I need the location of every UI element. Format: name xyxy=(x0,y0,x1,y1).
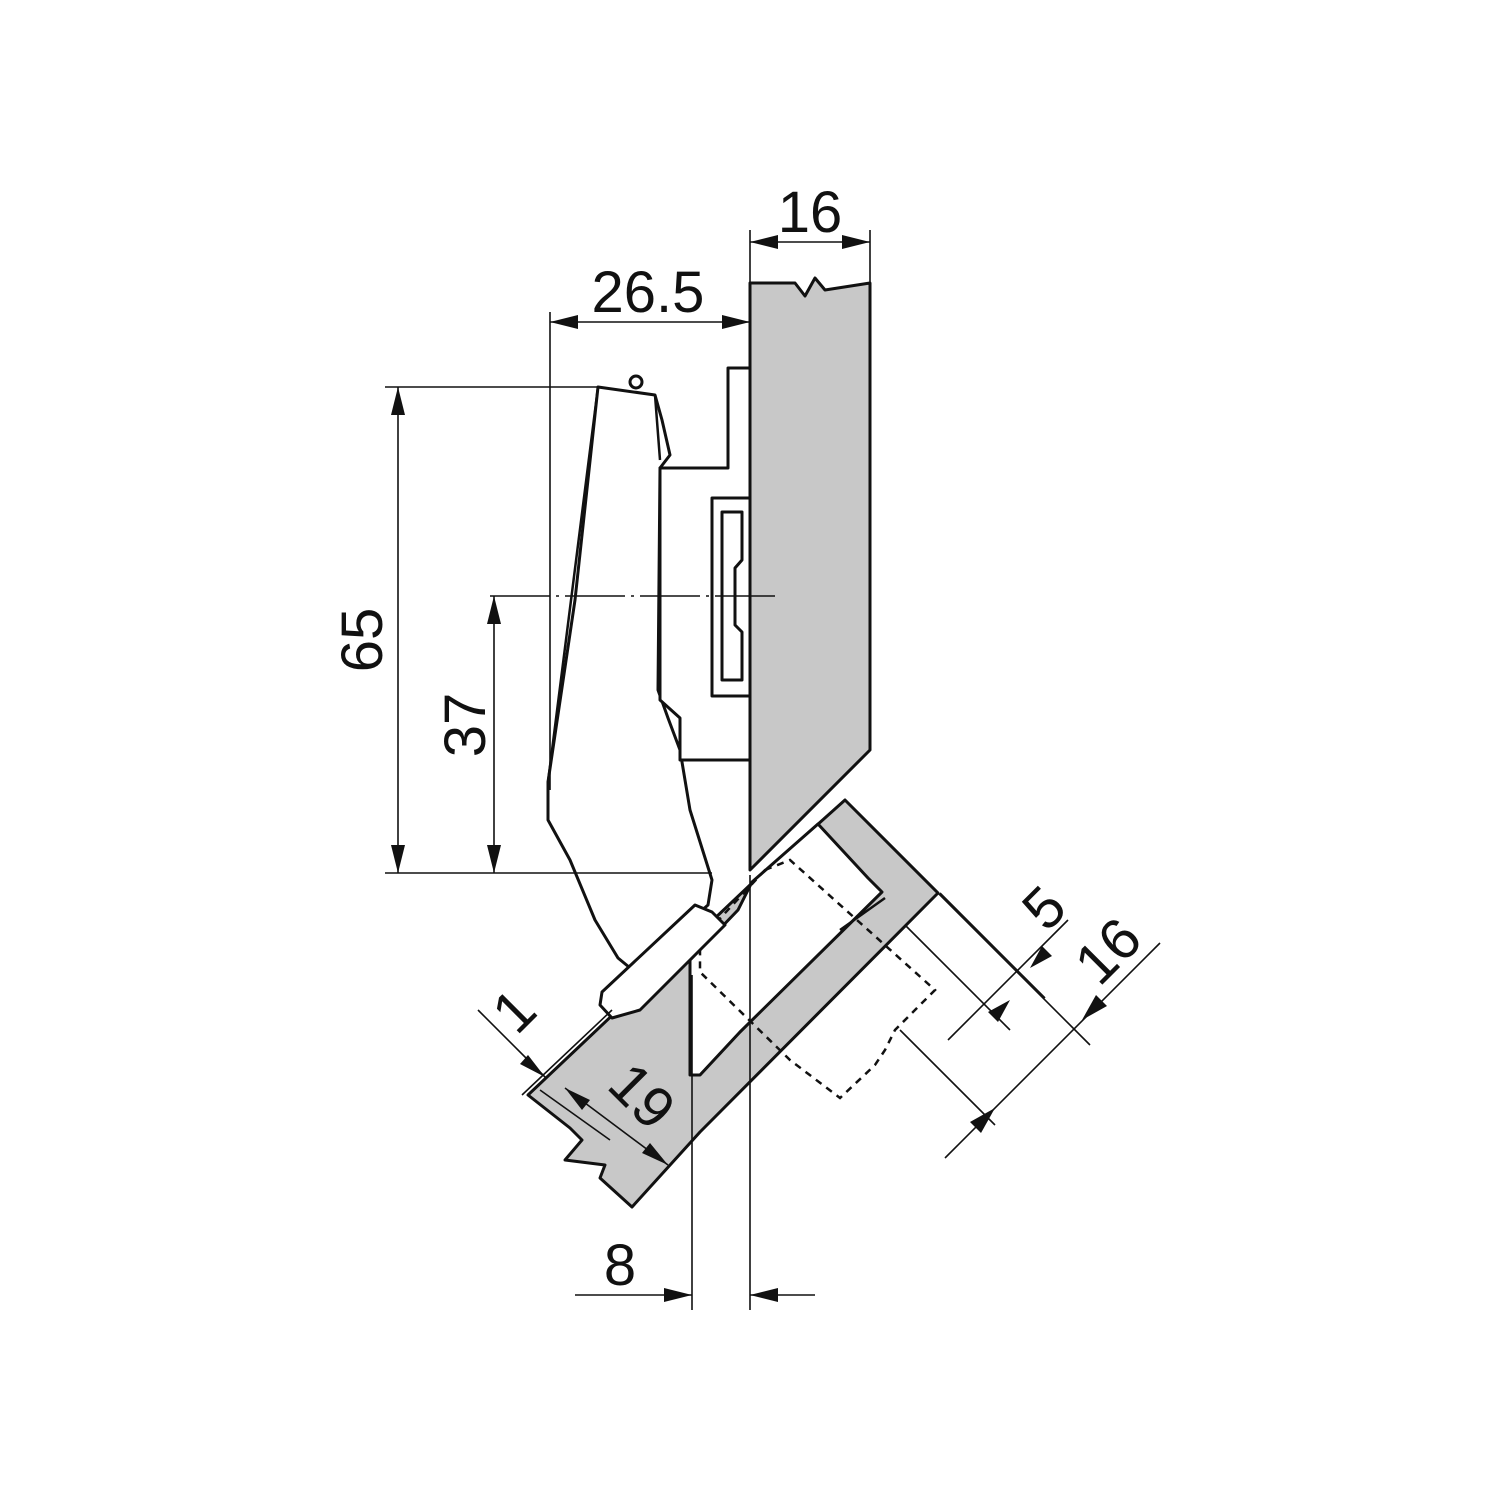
dim-37-arrow-bottom xyxy=(487,845,501,873)
dim-5-ext-bottom xyxy=(939,892,1046,999)
cup-inner-line xyxy=(699,896,886,1076)
dim-1-ext xyxy=(521,1009,613,1096)
dim-edge-distance-label: 5 xyxy=(1010,874,1079,943)
dim-65-arrow-top xyxy=(391,387,405,415)
dim-5-arrow-lower xyxy=(988,1000,1010,1022)
dim-overlay-gap-label: 1 xyxy=(480,977,549,1046)
dim-5-arrow-upper xyxy=(1030,946,1052,968)
dim-26-5-arrow-right xyxy=(722,315,750,329)
dim-16-door-ext-outer xyxy=(937,892,1091,1046)
dim-16-top-arrow-right xyxy=(842,235,870,249)
hinge-knuckle xyxy=(598,903,727,1020)
dim-8-arrow-left xyxy=(664,1288,692,1302)
dim-19-line-b xyxy=(539,1089,611,1141)
mounting-plate-slot xyxy=(710,496,752,698)
hinge-arm xyxy=(546,385,714,974)
dim-16-door-arrow-upper xyxy=(1082,995,1107,1020)
hidden-cup-outline xyxy=(698,858,937,1100)
dim-16-door-arrow-lower xyxy=(970,1108,995,1133)
dim-cup-center-label: 37 xyxy=(433,693,498,758)
hinge-arm-edge xyxy=(546,386,662,783)
dim-8-arrow-right xyxy=(750,1288,778,1302)
dim-19-arrow-top xyxy=(565,1088,590,1110)
dim-65-arrow-bottom xyxy=(391,845,405,873)
dim-side-thickness-label: 16 xyxy=(778,180,843,245)
dim-16-door-ext-inner xyxy=(899,1029,996,1126)
hinge-arm-rivet xyxy=(628,374,644,390)
dim-plate-height-label: 65 xyxy=(330,608,395,673)
dim-26-5-arrow-left xyxy=(550,315,578,329)
dim-19-arrow-bottom xyxy=(642,1143,668,1165)
dim-offset-label: 8 xyxy=(604,1233,636,1298)
dim-1-arrow xyxy=(520,1055,545,1077)
dim-hinge-depth-label: 26.5 xyxy=(592,260,705,325)
cabinet-side-panel xyxy=(748,276,872,872)
dim-37-arrow-top xyxy=(487,596,501,624)
dim-5-line xyxy=(947,919,1069,1041)
dim-16-top-arrow-left xyxy=(750,235,778,249)
